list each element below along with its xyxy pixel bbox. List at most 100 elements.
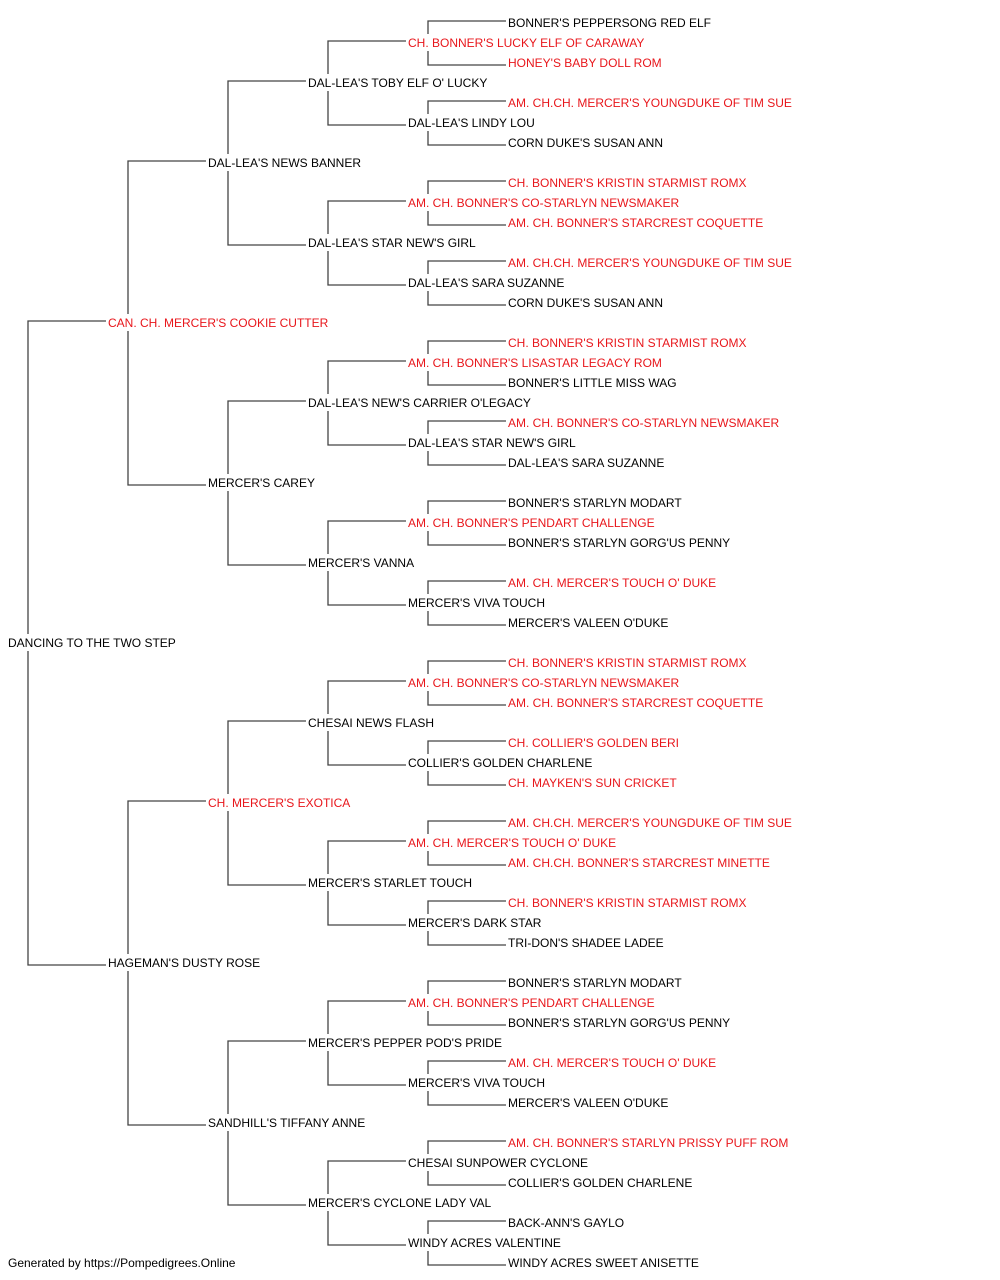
bracket-dam-gen4-4 (327, 731, 406, 766)
bracket-dam-gen4-6 (327, 1051, 406, 1086)
bracket-sire-gen5-5 (427, 420, 506, 434)
ancestor-gen1-0: CAN. CH. MERCER'S COOKIE CUTTER (108, 316, 329, 330)
bracket-dam-gen3-0 (227, 171, 306, 246)
ancestor-gen4-6: AM. CH. BONNER'S PENDART CHALLENGE (408, 516, 655, 530)
ancestor-gen5-18: CH. COLLIER'S GOLDEN BERI (508, 736, 679, 750)
bracket-sire-gen4-1 (327, 200, 406, 234)
bracket-sire-gen5-3 (427, 260, 506, 274)
ancestor-gen4-10: AM. CH. MERCER'S TOUCH O' DUKE (408, 836, 616, 850)
bracket-sire-gen1-0 (27, 320, 106, 634)
ancestor-gen1-1: HAGEMAN'S DUSTY ROSE (108, 956, 260, 970)
bracket-sire-gen5-8 (427, 660, 506, 674)
ancestor-gen4-4: AM. CH. BONNER'S LISASTAR LEGACY ROM (408, 356, 662, 370)
ancestor-gen4-0: CH. BONNER'S LUCKY ELF OF CARAWAY (408, 36, 644, 50)
ancestor-gen5-12: BONNER'S STARLYN MODART (508, 496, 682, 510)
ancestor-gen5-9: BONNER'S LITTLE MISS WAG (508, 376, 677, 390)
ancestor-gen5-2: AM. CH.CH. MERCER'S YOUNGDUKE OF TIM SUE (508, 96, 792, 110)
bracket-dam-gen4-1 (327, 251, 406, 286)
generated-by-footer: Generated by https://Pompedigrees.Online (8, 1256, 236, 1270)
bracket-sire-gen4-5 (327, 840, 406, 874)
ancestor-gen5-4: CH. BONNER'S KRISTIN STARMIST ROMX (508, 176, 747, 190)
bracket-sire-gen5-7 (427, 580, 506, 594)
bracket-sire-gen4-7 (327, 1160, 406, 1194)
bracket-sire-gen5-15 (427, 1220, 506, 1234)
bracket-sire-gen5-14 (427, 1140, 506, 1154)
bracket-dam-gen5-7 (427, 611, 506, 626)
bracket-sire-gen5-6 (427, 500, 506, 514)
ancestor-gen5-14: AM. CH. MERCER'S TOUCH O' DUKE (508, 576, 716, 590)
ancestor-gen2-1: MERCER'S CAREY (208, 476, 315, 490)
bracket-dam-gen5-13 (427, 1091, 506, 1106)
ancestor-gen4-12: AM. CH. BONNER'S PENDART CHALLENGE (408, 996, 655, 1010)
bracket-sire-gen5-0 (427, 20, 506, 34)
ancestor-gen4-14: CHESAI SUNPOWER CYCLONE (408, 1156, 588, 1170)
ancestor-gen3-7: MERCER'S CYCLONE LADY VAL (308, 1196, 492, 1210)
ancestor-gen5-27: MERCER'S VALEEN O'DUKE (508, 1096, 668, 1110)
bracket-dam-gen4-3 (327, 571, 406, 606)
ancestor-gen5-20: AM. CH.CH. MERCER'S YOUNGDUKE OF TIM SUE (508, 816, 792, 830)
ancestor-gen5-5: AM. CH. BONNER'S STARCREST COQUETTE (508, 216, 763, 230)
bracket-sire-gen5-4 (427, 340, 506, 354)
bracket-dam-gen5-10 (427, 851, 506, 866)
bracket-sire-gen4-2 (327, 360, 406, 394)
bracket-sire-gen4-6 (327, 1000, 406, 1034)
bracket-sire-gen5-2 (427, 180, 506, 194)
bracket-sire-gen4-3 (327, 520, 406, 554)
ancestor-gen5-6: AM. CH.CH. MERCER'S YOUNGDUKE OF TIM SUE (508, 256, 792, 270)
ancestor-gen3-3: MERCER'S VANNA (308, 556, 414, 570)
ancestor-gen5-7: CORN DUKE'S SUSAN ANN (508, 296, 663, 310)
ancestor-gen4-15: WINDY ACRES VALENTINE (408, 1236, 561, 1250)
ancestor-gen5-31: WINDY ACRES SWEET ANISETTE (508, 1256, 699, 1270)
bracket-dam-gen4-2 (327, 411, 406, 446)
ancestor-gen4-13: MERCER'S VIVA TOUCH (408, 1076, 545, 1090)
bracket-dam-gen5-2 (427, 211, 506, 226)
ancestor-gen5-19: CH. MAYKEN'S SUN CRICKET (508, 776, 677, 790)
ancestor-gen5-11: DAL-LEA'S SARA SUZANNE (508, 456, 664, 470)
bracket-dam-gen5-11 (427, 931, 506, 946)
ancestor-gen3-5: MERCER'S STARLET TOUCH (308, 876, 472, 890)
ancestor-gen4-3: DAL-LEA'S SARA SUZANNE (408, 276, 564, 290)
bracket-sire-gen4-0 (327, 40, 406, 74)
bracket-sire-gen3-3 (227, 1040, 306, 1114)
ancestor-gen2-2: CH. MERCER'S EXOTICA (208, 796, 350, 810)
ancestor-gen4-2: AM. CH. BONNER'S CO-STARLYN NEWSMAKER (408, 196, 680, 210)
bracket-dam-gen5-15 (427, 1251, 506, 1266)
ancestor-gen2-3: SANDHILL'S TIFFANY ANNE (208, 1116, 365, 1130)
bracket-dam-gen5-0 (427, 51, 506, 66)
subject-name: DANCING TO THE TWO STEP (8, 636, 176, 650)
ancestor-gen5-15: MERCER'S VALEEN O'DUKE (508, 616, 668, 630)
ancestor-gen5-26: AM. CH. MERCER'S TOUCH O' DUKE (508, 1056, 716, 1070)
bracket-sire-gen5-13 (427, 1060, 506, 1074)
bracket-sire-gen5-11 (427, 900, 506, 914)
bracket-dam-gen5-14 (427, 1171, 506, 1186)
bracket-sire-gen5-10 (427, 820, 506, 834)
bracket-sire-gen4-4 (327, 680, 406, 714)
bracket-sire-gen2-1 (127, 800, 206, 954)
bracket-sire-gen3-2 (227, 720, 306, 794)
ancestor-gen5-10: AM. CH. BONNER'S CO-STARLYN NEWSMAKER (508, 416, 780, 430)
bracket-dam-gen5-4 (427, 371, 506, 386)
bracket-sire-gen5-1 (427, 100, 506, 114)
bracket-dam-gen5-6 (427, 531, 506, 546)
ancestor-gen3-2: DAL-LEA'S NEW'S CARRIER O'LEGACY (308, 396, 531, 410)
ancestor-gen5-8: CH. BONNER'S KRISTIN STARMIST ROMX (508, 336, 747, 350)
ancestor-gen2-0: DAL-LEA'S NEWS BANNER (208, 156, 361, 170)
ancestor-gen4-7: MERCER'S VIVA TOUCH (408, 596, 545, 610)
ancestor-gen5-17: AM. CH. BONNER'S STARCREST COQUETTE (508, 696, 763, 710)
ancestor-gen5-3: CORN DUKE'S SUSAN ANN (508, 136, 663, 150)
ancestor-gen3-6: MERCER'S PEPPER POD'S PRIDE (308, 1036, 502, 1050)
bracket-dam-gen5-8 (427, 691, 506, 706)
ancestor-gen5-16: CH. BONNER'S KRISTIN STARMIST ROMX (508, 656, 747, 670)
bracket-dam-gen5-9 (427, 771, 506, 786)
ancestor-gen3-1: DAL-LEA'S STAR NEW'S GIRL (308, 236, 476, 250)
ancestor-gen5-21: AM. CH.CH. BONNER'S STARCREST MINETTE (508, 856, 770, 870)
bracket-dam-gen4-7 (327, 1211, 406, 1246)
ancestor-gen4-5: DAL-LEA'S STAR NEW'S GIRL (408, 436, 576, 450)
bracket-dam-gen5-5 (427, 451, 506, 466)
bracket-sire-gen2-0 (127, 160, 206, 314)
ancestor-gen4-11: MERCER'S DARK STAR (408, 916, 542, 930)
bracket-dam-gen3-2 (227, 811, 306, 886)
bracket-dam-gen4-5 (327, 891, 406, 926)
bracket-dam-gen3-3 (227, 1131, 306, 1206)
